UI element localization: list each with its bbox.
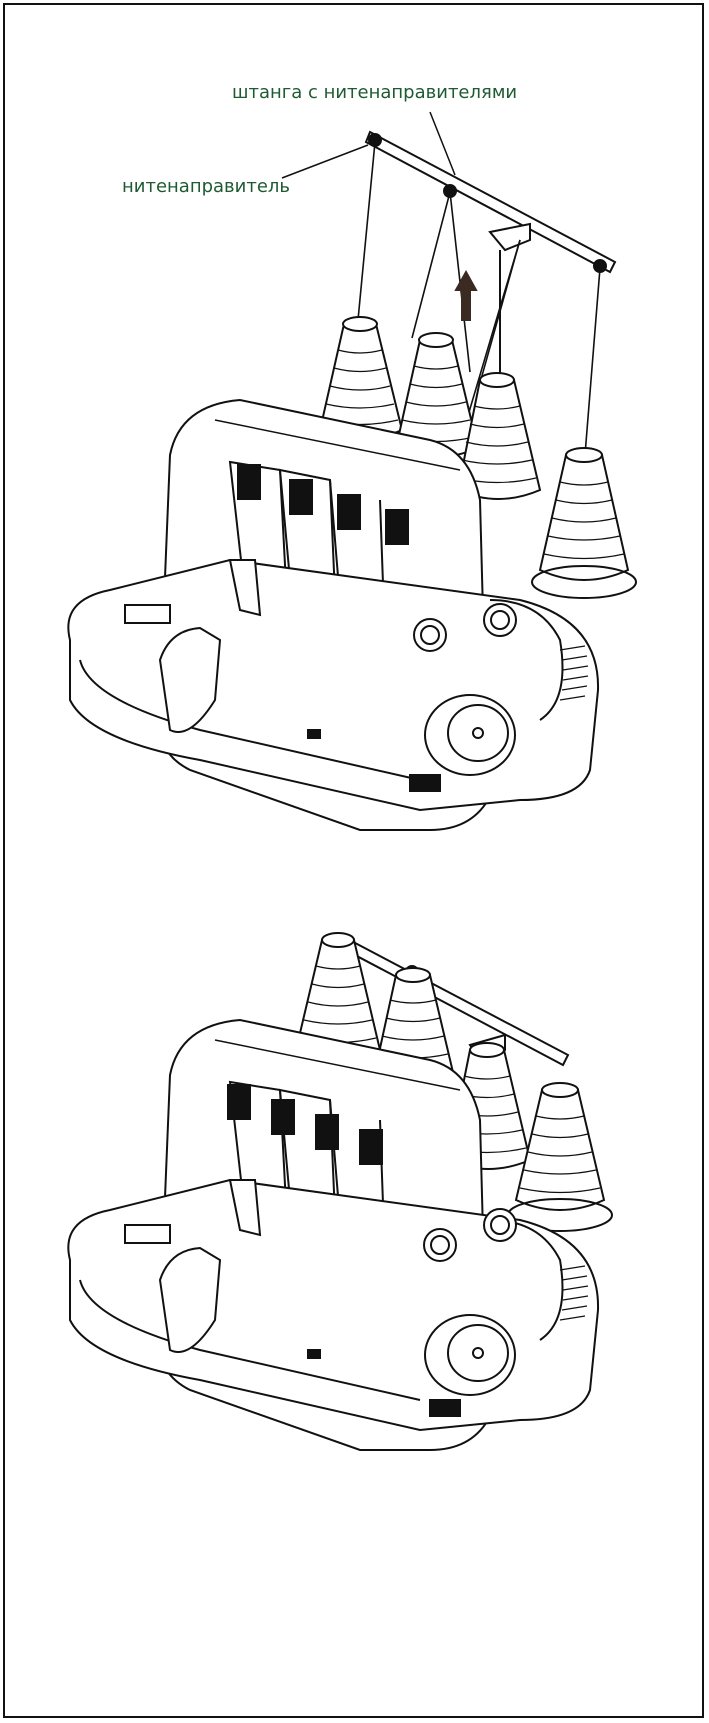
overlocker-illustration-raised (67, 111, 637, 831)
figure-rod-lowered (0, 900, 709, 1715)
overlocker-illustration-lowered (67, 932, 613, 1451)
illustration-frame (3, 3, 704, 1718)
overlocker-body (67, 398, 600, 831)
thread-guide-rod (364, 130, 617, 390)
thread-guide-label: нитенаправитель (122, 176, 291, 197)
figure-rod-raised (67, 111, 637, 831)
overlocker-body (67, 1018, 600, 1451)
thread-guide-rod-label: штанга с нитенаправителями (232, 82, 518, 103)
up-arrow-icon (454, 269, 478, 321)
leader-line-rod (429, 111, 456, 176)
thread-cones (318, 316, 637, 599)
leader-line-guide (281, 144, 369, 179)
